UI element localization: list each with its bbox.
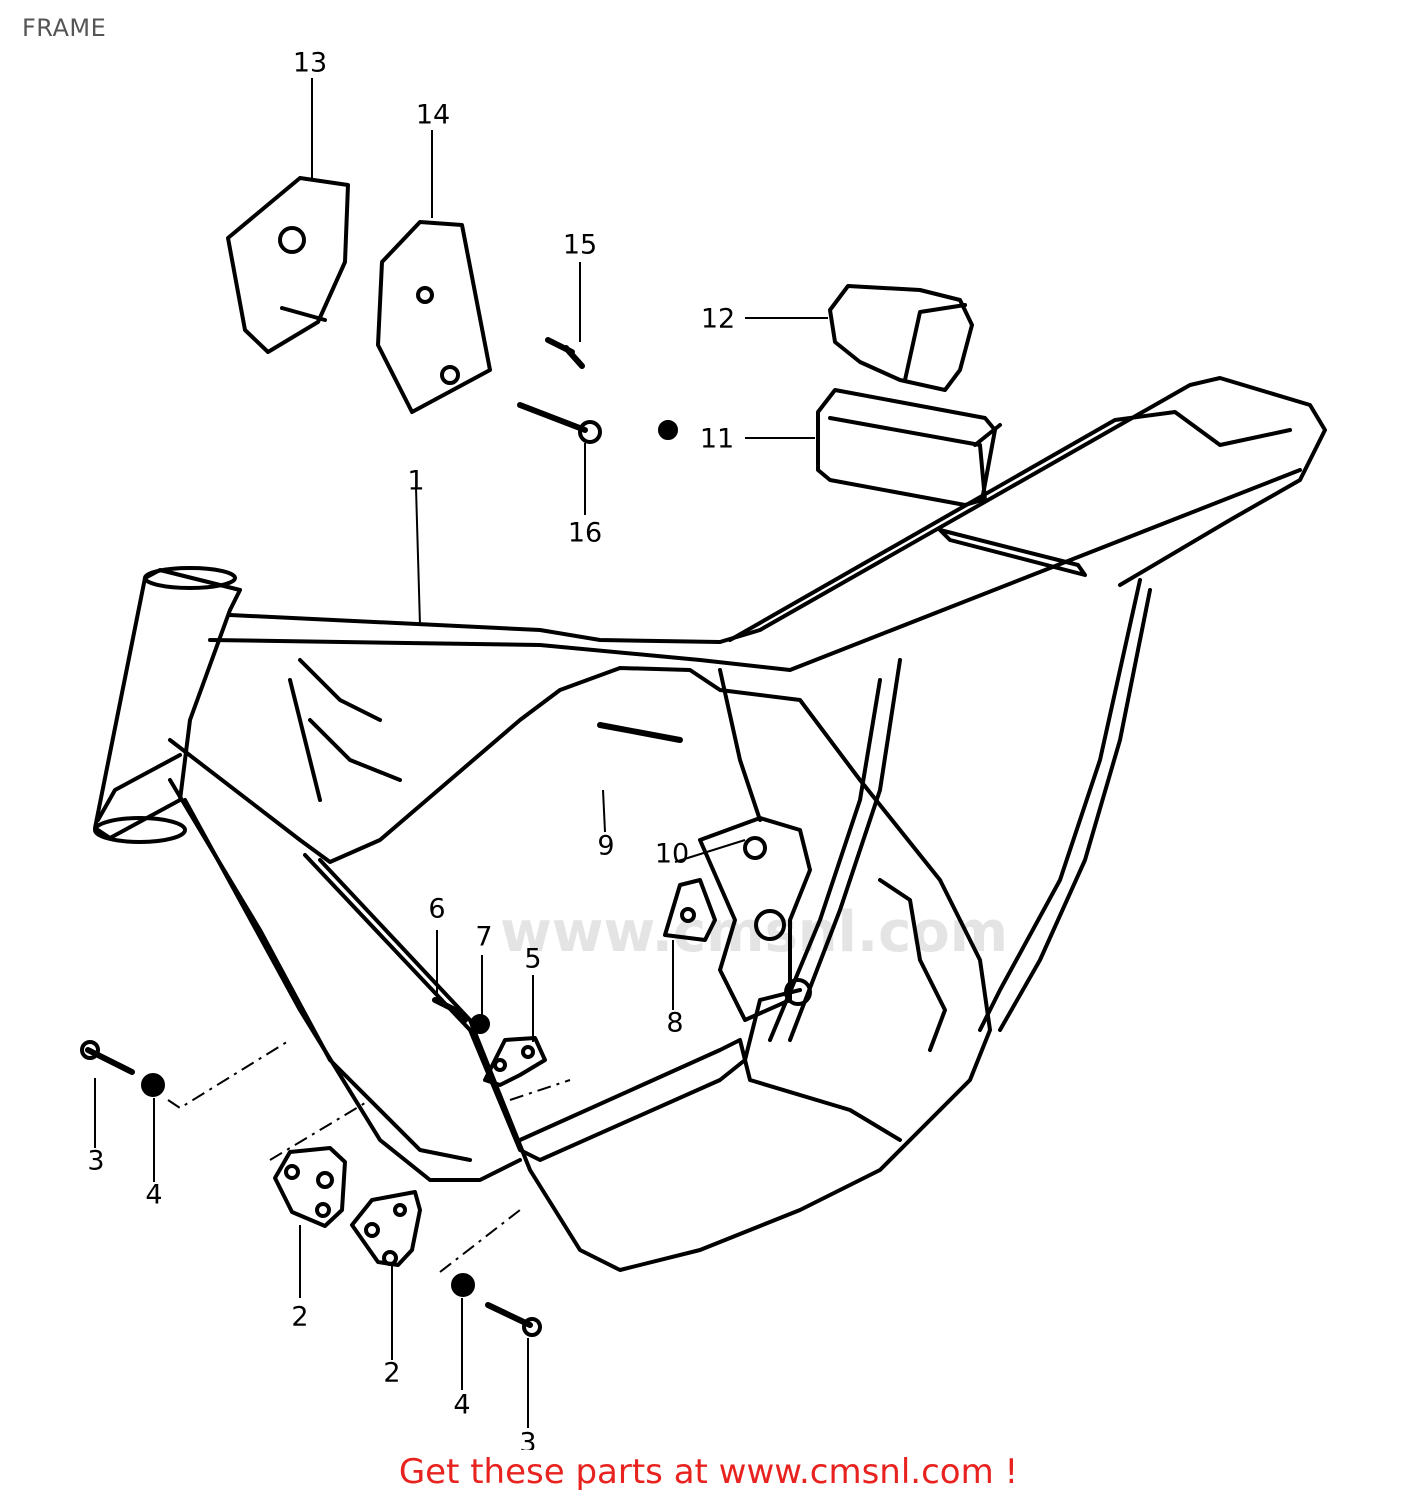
bolt-16: [517, 402, 588, 433]
nut-4-bottom: [451, 1273, 475, 1297]
plate-5: [483, 1036, 547, 1087]
callout-9: 9: [597, 831, 614, 862]
main-frame-1: [93, 376, 1327, 1272]
nut-7: [470, 1014, 490, 1034]
tray-11: [816, 388, 997, 507]
callout-2a: 2: [291, 1302, 308, 1333]
callout-4b: 4: [453, 1390, 470, 1421]
cover-12: [828, 284, 974, 392]
callout-13: 13: [293, 48, 327, 79]
diagram-title: FRAME: [22, 14, 107, 42]
callout-2b: 2: [383, 1358, 400, 1389]
bolt-3-bottom: [485, 1302, 533, 1328]
callout-15: 15: [563, 230, 597, 261]
side-cover-13: [226, 176, 350, 354]
nut-4-left: [141, 1073, 165, 1097]
callout-14: 14: [416, 100, 450, 131]
callout-3a: 3: [87, 1146, 104, 1177]
callout-6: 6: [428, 894, 445, 925]
callout-1: 1: [407, 466, 424, 497]
callout-10: 10: [655, 839, 689, 870]
plate-2-left: [273, 1146, 347, 1228]
bolt-15: [545, 337, 585, 369]
side-cover-14: [376, 220, 492, 414]
callout-16: 16: [568, 518, 602, 549]
bolt-3-left: [85, 1047, 135, 1075]
plate-2-right: [350, 1190, 422, 1267]
watermark: www.cmsnl.com: [500, 900, 1009, 965]
callout-3b: 3: [519, 1428, 536, 1451]
callout-11: 11: [700, 424, 734, 455]
bolt-9: [597, 722, 683, 743]
callout-4a: 4: [145, 1180, 162, 1211]
callout-7: 7: [475, 922, 492, 953]
frame-diagram: 13 14 15 12 11 16 1 9 10 6 7 5 8 3 4 2 2…: [80, 48, 1327, 1451]
callout-5: 5: [524, 944, 541, 975]
footer-link[interactable]: Get these parts at www.cmsnl.com !: [398, 1452, 1019, 1492]
callout-12: 12: [701, 304, 735, 335]
nut-10: [658, 420, 678, 440]
bracket-8: [663, 878, 717, 942]
callout-8: 8: [666, 1008, 683, 1039]
